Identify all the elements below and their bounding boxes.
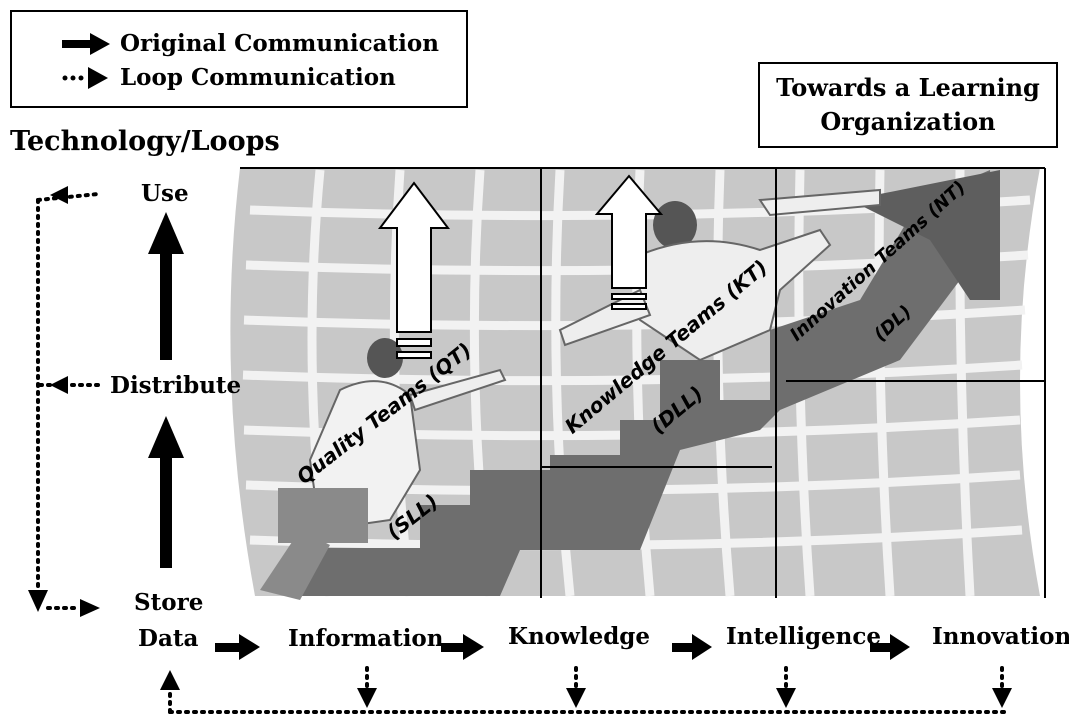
hollow-up-arrow-2 bbox=[594, 174, 664, 310]
hollow-up-arrow-1 bbox=[377, 181, 451, 359]
frame-lines bbox=[240, 167, 1046, 598]
step-information: Information bbox=[288, 625, 444, 652]
legend-box: Original Communication Loop Communicatio… bbox=[10, 10, 468, 108]
flow-arrows bbox=[215, 634, 910, 660]
legend-loop: Loop Communication bbox=[62, 64, 396, 91]
growth-staircase bbox=[300, 170, 1000, 596]
bottom-dotted-loop bbox=[160, 666, 1012, 714]
arrow-intelligence-innovation bbox=[870, 634, 910, 660]
step-knowledge: Knowledge bbox=[508, 623, 651, 650]
legend-original: Original Communication bbox=[62, 30, 439, 57]
legend-original-label: Original Communication bbox=[120, 30, 439, 57]
left-dotted-loop bbox=[28, 186, 100, 617]
down-dotted-arrow-knowledge bbox=[566, 666, 586, 708]
down-dotted-arrow-information bbox=[357, 666, 377, 708]
step-data: Data bbox=[138, 625, 199, 652]
level-distribute: Distribute bbox=[110, 372, 242, 399]
title-line-2: Organization bbox=[820, 107, 996, 136]
dotted-arrow-icon bbox=[62, 66, 108, 89]
level-use: Use bbox=[141, 180, 189, 207]
solid-arrow-icon bbox=[62, 32, 110, 55]
businessman-left bbox=[260, 338, 507, 600]
step-innovation: Innovation bbox=[932, 623, 1069, 650]
solid-arrow-distribute-to-use bbox=[148, 212, 184, 360]
arrow-data-information bbox=[215, 634, 260, 660]
title-line-1: Towards a Learning bbox=[776, 73, 1040, 102]
level-store: Store bbox=[134, 589, 204, 616]
down-dotted-arrow-innovation bbox=[992, 666, 1012, 708]
arrow-knowledge-intelligence bbox=[672, 634, 712, 660]
arrow-information-knowledge bbox=[441, 634, 484, 660]
down-dotted-arrow-intelligence bbox=[776, 666, 796, 708]
solid-arrow-store-to-distribute bbox=[148, 416, 184, 568]
title-box: Towards a Learning Organization bbox=[758, 62, 1058, 148]
step-intelligence: Intelligence bbox=[726, 623, 882, 650]
technology-loops-heading: Technology/Loops bbox=[10, 126, 280, 157]
legend-loop-label: Loop Communication bbox=[120, 64, 396, 91]
